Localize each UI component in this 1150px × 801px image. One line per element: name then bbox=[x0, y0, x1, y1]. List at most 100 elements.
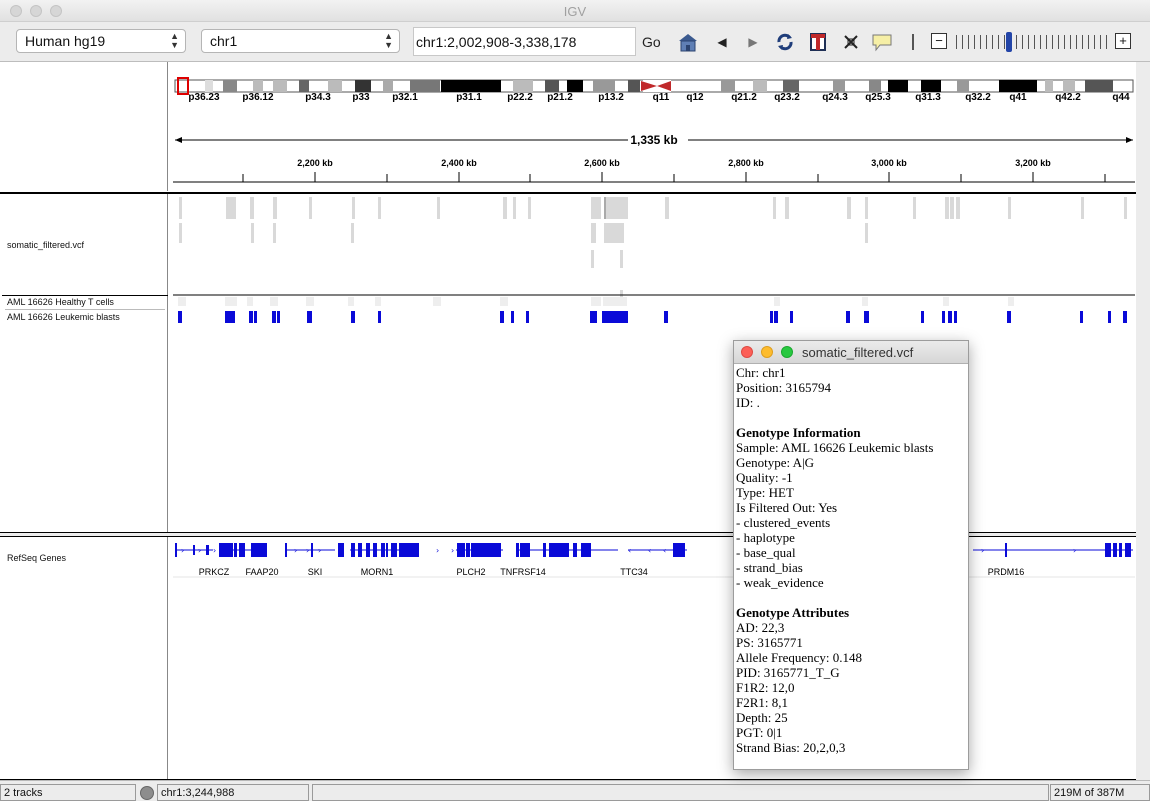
gene-label[interactable]: PRDM16 bbox=[988, 567, 1025, 577]
gene-exon[interactable] bbox=[366, 543, 370, 557]
close-window-button[interactable] bbox=[10, 5, 22, 17]
locus-input[interactable]: chr1:2,002,908-3,338,178 bbox=[413, 27, 636, 56]
leukemic-genotype-call[interactable] bbox=[1108, 311, 1111, 323]
zoom-window-button[interactable] bbox=[50, 5, 62, 17]
vcf-track-label[interactable]: somatic_filtered.vcf bbox=[7, 240, 85, 250]
gene-exon[interactable] bbox=[543, 543, 546, 557]
variant-site[interactable] bbox=[591, 250, 594, 268]
gene-label[interactable]: PRKCZ bbox=[199, 567, 230, 577]
gene-exon[interactable] bbox=[1105, 543, 1111, 557]
leukemic-genotype-call[interactable] bbox=[590, 311, 597, 323]
popup-zoom-button[interactable] bbox=[781, 346, 793, 358]
zoom-in-button[interactable]: + bbox=[1115, 33, 1131, 49]
variant-site[interactable] bbox=[606, 197, 628, 219]
gene-exon[interactable] bbox=[457, 543, 465, 557]
variant-site[interactable] bbox=[785, 197, 789, 219]
leukemic-genotype-call[interactable] bbox=[272, 311, 276, 323]
resize-icon[interactable] bbox=[840, 31, 862, 53]
popup-title-bar[interactable]: somatic_filtered.vcf bbox=[734, 341, 968, 364]
leukemic-genotype-call[interactable] bbox=[1007, 311, 1011, 323]
leukemic-genotype-call[interactable] bbox=[277, 311, 280, 323]
variant-site[interactable] bbox=[1008, 197, 1011, 219]
gene-label[interactable]: SKI bbox=[308, 567, 323, 577]
variant-site[interactable] bbox=[620, 290, 623, 298]
variant-site[interactable] bbox=[503, 197, 507, 219]
variant-site[interactable] bbox=[351, 223, 354, 243]
minimize-window-button[interactable] bbox=[30, 5, 42, 17]
variant-site[interactable] bbox=[250, 197, 254, 219]
healthy-genotype-call[interactable] bbox=[270, 297, 278, 306]
variant-site[interactable] bbox=[251, 223, 254, 243]
variant-site[interactable] bbox=[591, 197, 601, 219]
gene-exon[interactable] bbox=[471, 543, 501, 557]
healthy-genotype-call[interactable] bbox=[774, 297, 780, 306]
leukemic-genotype-call[interactable] bbox=[770, 311, 773, 323]
leukemic-genotype-call[interactable] bbox=[790, 311, 793, 323]
leukemic-genotype-call[interactable] bbox=[921, 311, 924, 323]
variant-site[interactable] bbox=[604, 223, 624, 243]
leukemic-genotype-call[interactable] bbox=[511, 311, 514, 323]
popup-minimize-button[interactable] bbox=[761, 346, 773, 358]
gene-label[interactable]: TTC34 bbox=[620, 567, 648, 577]
gene-label[interactable]: PLCH2 bbox=[456, 567, 485, 577]
healthy-genotype-call[interactable] bbox=[603, 297, 627, 306]
variant-site[interactable] bbox=[945, 197, 949, 219]
variant-site[interactable] bbox=[179, 197, 182, 219]
leukemic-genotype-call[interactable] bbox=[942, 311, 945, 323]
chromosome-select[interactable]: chr1 ▲▼ bbox=[201, 29, 400, 53]
healthy-genotype-call[interactable] bbox=[591, 297, 601, 306]
sample-healthy-label[interactable]: AML 16626 Healthy T cells bbox=[7, 297, 114, 307]
gene-exon[interactable] bbox=[1125, 543, 1131, 557]
variant-site[interactable] bbox=[352, 197, 355, 219]
variant-site[interactable] bbox=[950, 197, 954, 219]
leukemic-genotype-call[interactable] bbox=[178, 311, 182, 323]
zoom-out-button[interactable]: − bbox=[931, 33, 947, 49]
gene-exon[interactable] bbox=[391, 543, 397, 557]
gene-exon[interactable] bbox=[516, 543, 519, 557]
variant-site[interactable] bbox=[865, 197, 868, 219]
variant-site[interactable] bbox=[528, 197, 531, 219]
variant-site[interactable] bbox=[273, 223, 276, 243]
popup-close-button[interactable] bbox=[741, 346, 753, 358]
variant-site[interactable] bbox=[437, 197, 440, 219]
refresh-icon[interactable] bbox=[774, 31, 796, 53]
back-icon[interactable]: ◀ bbox=[717, 35, 727, 49]
healthy-genotype-call[interactable] bbox=[306, 297, 314, 306]
leukemic-genotype-call[interactable] bbox=[500, 311, 504, 323]
variant-site[interactable] bbox=[179, 223, 182, 243]
healthy-genotype-call[interactable] bbox=[1008, 297, 1014, 306]
refseq-track-label[interactable]: RefSeq Genes bbox=[7, 553, 67, 563]
variant-site[interactable] bbox=[956, 197, 960, 219]
variant-site[interactable] bbox=[309, 197, 312, 219]
gene-label[interactable]: FAAP20 bbox=[245, 567, 278, 577]
gene-exon[interactable] bbox=[206, 545, 209, 555]
variant-site[interactable] bbox=[773, 197, 776, 219]
sample-leukemic-label[interactable]: AML 16626 Leukemic blasts bbox=[7, 312, 120, 322]
gene-exon[interactable] bbox=[351, 543, 355, 557]
gene-exon[interactable] bbox=[311, 543, 313, 557]
forward-icon[interactable]: ▶ bbox=[748, 35, 758, 49]
gene-exon[interactable] bbox=[193, 545, 195, 555]
gene-exon[interactable] bbox=[234, 543, 237, 557]
vcf-data-area[interactable] bbox=[173, 194, 1135, 532]
variant-site[interactable] bbox=[226, 197, 236, 219]
zoom-slider[interactable] bbox=[956, 35, 1108, 49]
gene-exon[interactable] bbox=[549, 543, 569, 557]
leukemic-genotype-call[interactable] bbox=[846, 311, 850, 323]
genome-select[interactable]: Human hg19 ▲▼ bbox=[16, 29, 186, 53]
leukemic-genotype-call[interactable] bbox=[948, 311, 952, 323]
leukemic-genotype-call[interactable] bbox=[249, 311, 253, 323]
gene-exon[interactable] bbox=[285, 543, 287, 557]
leukemic-genotype-call[interactable] bbox=[954, 311, 957, 323]
leukemic-genotype-call[interactable] bbox=[225, 311, 235, 323]
leukemic-genotype-call[interactable] bbox=[526, 311, 529, 323]
leukemic-genotype-call[interactable] bbox=[1080, 311, 1083, 323]
gene-exon[interactable] bbox=[399, 543, 419, 557]
healthy-genotype-call[interactable] bbox=[178, 297, 186, 306]
gene-exon[interactable] bbox=[239, 543, 245, 557]
gene-exon[interactable] bbox=[673, 543, 685, 557]
leukemic-genotype-call[interactable] bbox=[254, 311, 257, 323]
variant-site[interactable] bbox=[591, 223, 596, 243]
healthy-genotype-call[interactable] bbox=[943, 297, 949, 306]
